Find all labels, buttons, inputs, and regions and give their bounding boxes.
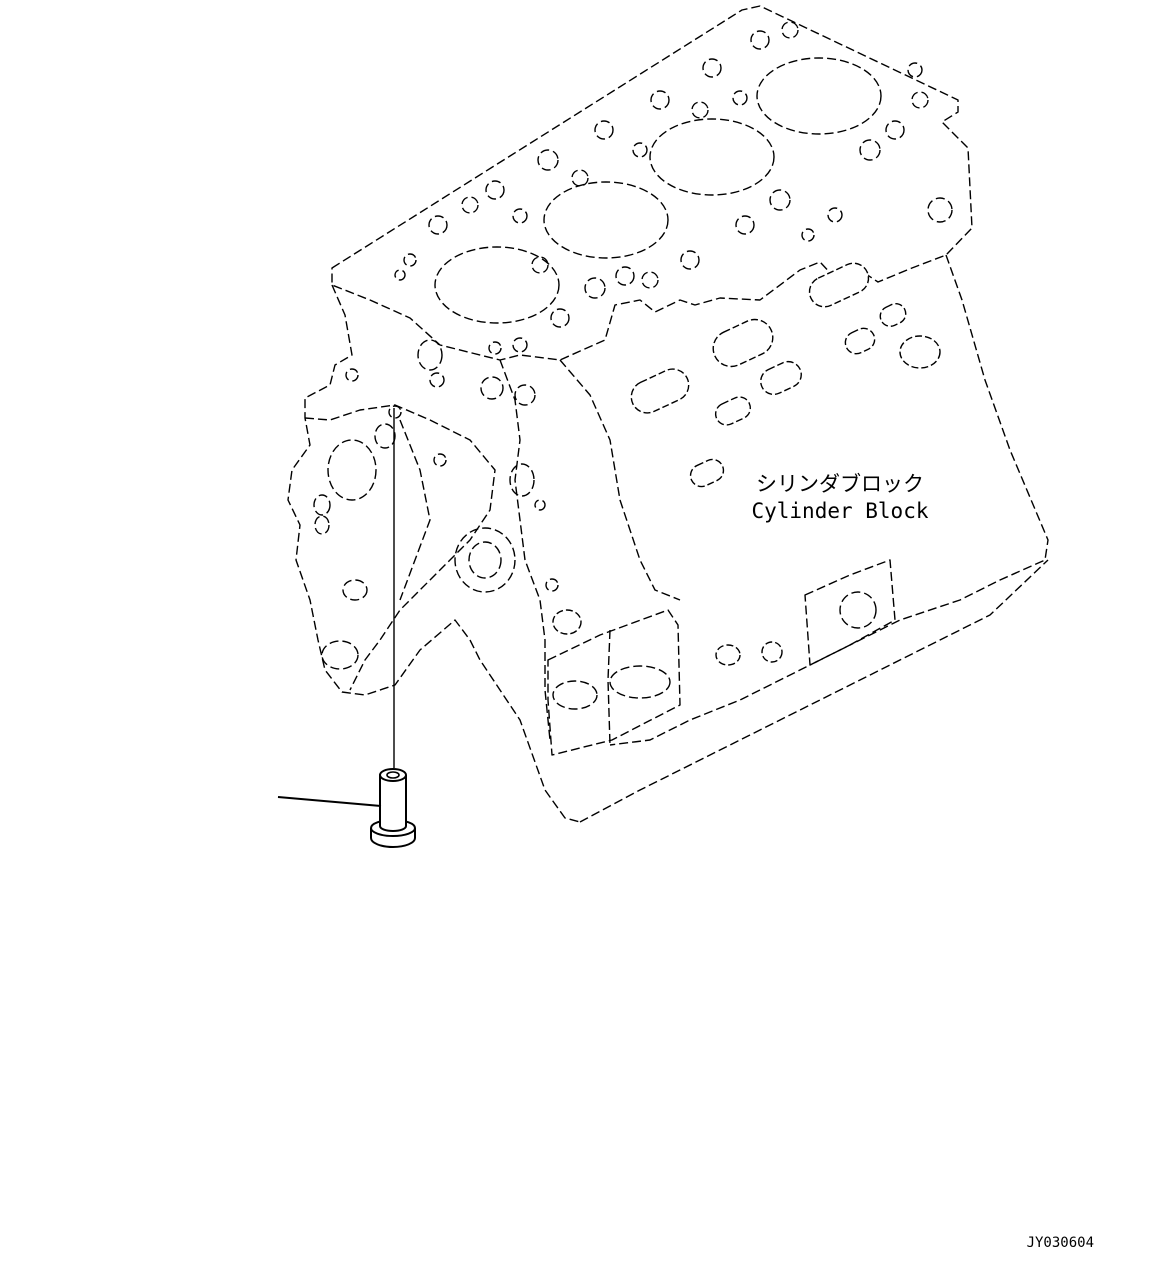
mount-pad-1 [547,609,681,756]
block-edge-4 [559,359,681,601]
block-edge-3 [399,419,431,601]
pad-bore-1 [609,665,671,699]
cylinder-bore-1 [434,246,560,324]
cylinder-bore-2 [543,181,669,259]
callout-leader-line [277,796,382,807]
block-left-face [287,284,581,823]
block-deck-outline [331,5,973,361]
side-bosses [552,262,941,666]
drawing-number: JY030604 [1027,1235,1094,1251]
front-plate [304,404,496,691]
block-right-face [609,254,1049,746]
pad-bore-2 [839,591,877,629]
block-edge-2 [607,629,611,746]
cylinder-bores [434,57,882,324]
cylinder-block-icon [287,5,1049,823]
front-face-holes [313,197,953,670]
pad-bore-3 [552,680,598,710]
cylinder-bore-3 [649,118,775,196]
part-name-jp: シリンダブロック [756,472,924,496]
dowel-pin-icon [370,408,416,848]
mount-pad-2 [804,559,896,666]
cylinder-bore-4 [756,57,882,135]
part-name-en: Cylinder Block [751,499,928,523]
block-edge-1 [499,359,551,741]
block-bottom-edge [579,559,1049,823]
deck-holes [394,21,929,355]
